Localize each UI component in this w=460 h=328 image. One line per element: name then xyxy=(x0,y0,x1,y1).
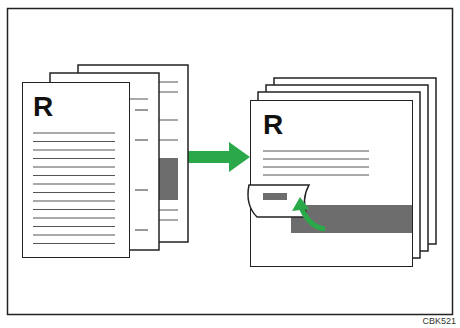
text-line xyxy=(33,192,115,193)
text-line xyxy=(33,132,115,133)
text-line xyxy=(33,166,115,167)
text-line xyxy=(33,158,115,159)
fold-arrow xyxy=(301,207,325,229)
page-letter: R xyxy=(33,93,53,121)
text-line xyxy=(33,234,115,235)
text-line xyxy=(33,200,115,201)
text-line xyxy=(33,243,115,244)
document-page: R xyxy=(22,82,130,258)
text-line xyxy=(263,166,369,167)
gray-block xyxy=(263,193,287,200)
text-line xyxy=(263,174,369,175)
text-line xyxy=(263,150,369,151)
page-letter: R xyxy=(263,111,283,139)
text-line xyxy=(33,183,115,184)
frame-border xyxy=(8,9,453,315)
text-line xyxy=(33,226,115,227)
text-line xyxy=(263,158,369,159)
text-line xyxy=(33,175,115,176)
fold-arrow-head xyxy=(292,197,309,211)
text-line xyxy=(33,149,115,150)
text-line xyxy=(33,209,115,210)
text-line xyxy=(33,141,115,142)
document-page: R xyxy=(250,100,413,267)
gray-block xyxy=(158,158,178,200)
text-line xyxy=(33,217,115,218)
figure-code: CBK521 xyxy=(422,317,456,326)
gray-block xyxy=(291,205,412,233)
folded-flap xyxy=(248,185,309,217)
